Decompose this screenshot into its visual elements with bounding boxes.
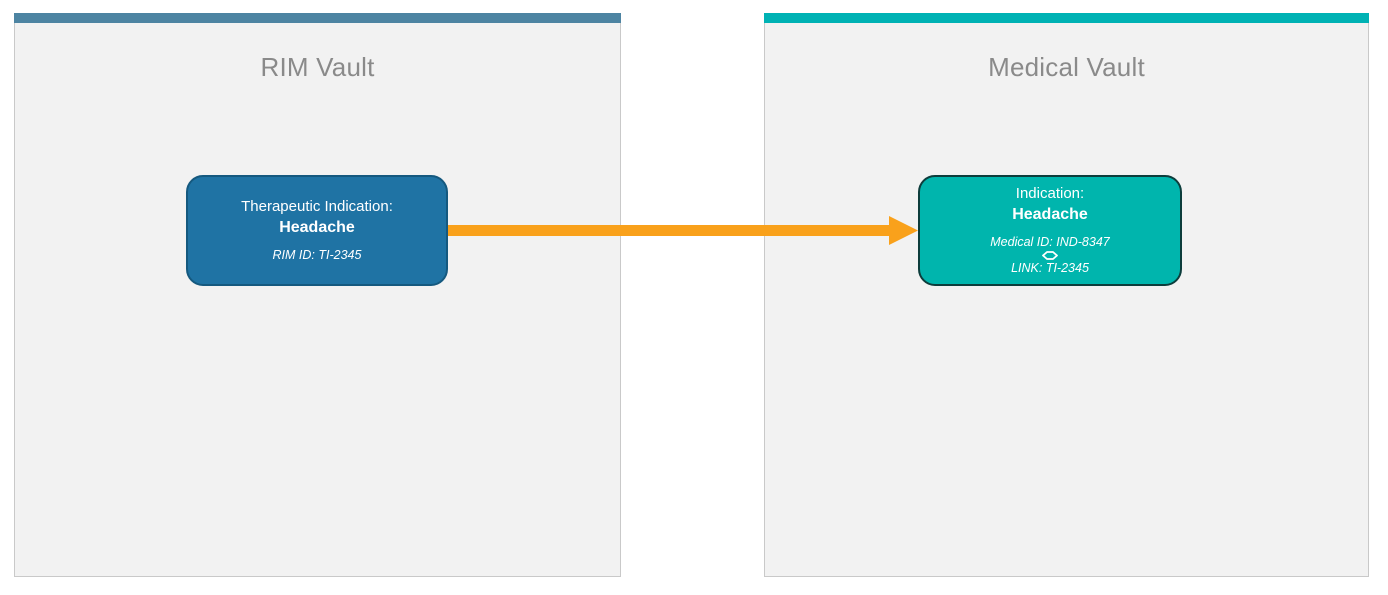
medical-card-record-id: Medical ID: IND-8347 bbox=[990, 234, 1110, 249]
medical-card-link-id: LINK: TI-2345 bbox=[1011, 261, 1089, 276]
rim-card-label: Therapeutic Indication: bbox=[241, 198, 393, 216]
diamond-link-icon bbox=[1042, 251, 1058, 261]
medical-card-value: Headache bbox=[1012, 205, 1088, 223]
rim-vault-accent-bar bbox=[14, 13, 621, 23]
medical-card-label: Indication: bbox=[1015, 184, 1085, 202]
medical-vault-accent-bar bbox=[764, 13, 1369, 23]
rim-card-record-id: RIM ID: TI-2345 bbox=[272, 247, 362, 262]
medical-vault-panel: Medical Vault bbox=[764, 13, 1369, 577]
medical-vault-title: Medical Vault bbox=[988, 52, 1145, 82]
rim-indication-card: Therapeutic Indication: Headache RIM ID:… bbox=[186, 175, 448, 286]
link-arrow bbox=[448, 216, 918, 245]
rim-vault-panel: RIM Vault bbox=[14, 13, 621, 577]
rim-vault-title: RIM Vault bbox=[260, 52, 375, 82]
rim-card-value: Headache bbox=[279, 219, 355, 237]
rim-vault-panel-body: RIM Vault bbox=[14, 23, 621, 577]
medical-indication-card: Indication: Headache Medical ID: IND-834… bbox=[918, 175, 1182, 286]
medical-vault-panel-body: Medical Vault bbox=[764, 23, 1369, 577]
